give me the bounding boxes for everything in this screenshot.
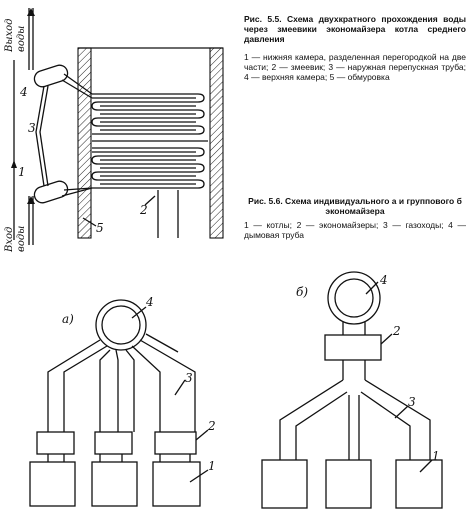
fig56b-num-1: 1: [432, 449, 440, 463]
fig56b-num-2: 2: [392, 324, 401, 338]
fig55-caption-title: Рис. 5.5. Схема двухкратного прохождения…: [244, 14, 466, 44]
fig56-caption-title: Рис. 5.6. Схема индивидуального а и груп…: [248, 196, 462, 216]
fig55-lower-chamber: [33, 180, 93, 204]
fig55-bypass-pipe: [35, 85, 45, 187]
fig55-label-outlet-a: Выход: [4, 19, 15, 54]
fig55-caption: Рис. 5.5. Схема двухкратного прохождения…: [244, 14, 466, 82]
fig56a-diagram: [29, 299, 209, 507]
fig55-num-3: 3: [28, 121, 36, 135]
fig56-caption: Рис. 5.6. Схема индивидуального а и груп…: [244, 196, 466, 240]
fig55-coil-upper: [91, 93, 205, 135]
fig55-upper-chamber: [33, 64, 93, 99]
fig56a-num-4: 4: [145, 295, 154, 309]
fig56b-num-3: 3: [408, 395, 416, 409]
fig55-num-2: 2: [139, 203, 148, 217]
fig56a-num-3: 3: [185, 371, 193, 385]
fig56b-diagram: [261, 271, 443, 509]
fig56a-num-2: 2: [207, 419, 216, 433]
fig55-num-4: 4: [19, 85, 28, 99]
fig56-caption-legend: 1 — котлы; 2 — экономайзеры; 3 — газоход…: [244, 220, 466, 240]
fig55-diagram: [11, 8, 224, 245]
fig55-num-5: 5: [96, 221, 104, 235]
fig55-label-outlet-b: воды: [16, 26, 27, 52]
fig55-label-inlet-b: воды: [16, 226, 27, 252]
fig56b-num-4: 4: [379, 273, 388, 287]
fig55-caption-legend: 1 — нижняя камера, разделенная перегород…: [244, 52, 466, 82]
fig55-num-1: 1: [18, 165, 26, 179]
fig56a-tag: а): [62, 312, 74, 326]
fig56b-tag: б): [296, 285, 308, 299]
fig56a-num-1: 1: [208, 459, 216, 473]
fig55-wall-right: [209, 47, 224, 239]
fig55-wall-left: [77, 47, 92, 239]
fig55-label-inlet-a: Вход: [4, 227, 15, 253]
fig55-coil-lower: [91, 147, 205, 189]
